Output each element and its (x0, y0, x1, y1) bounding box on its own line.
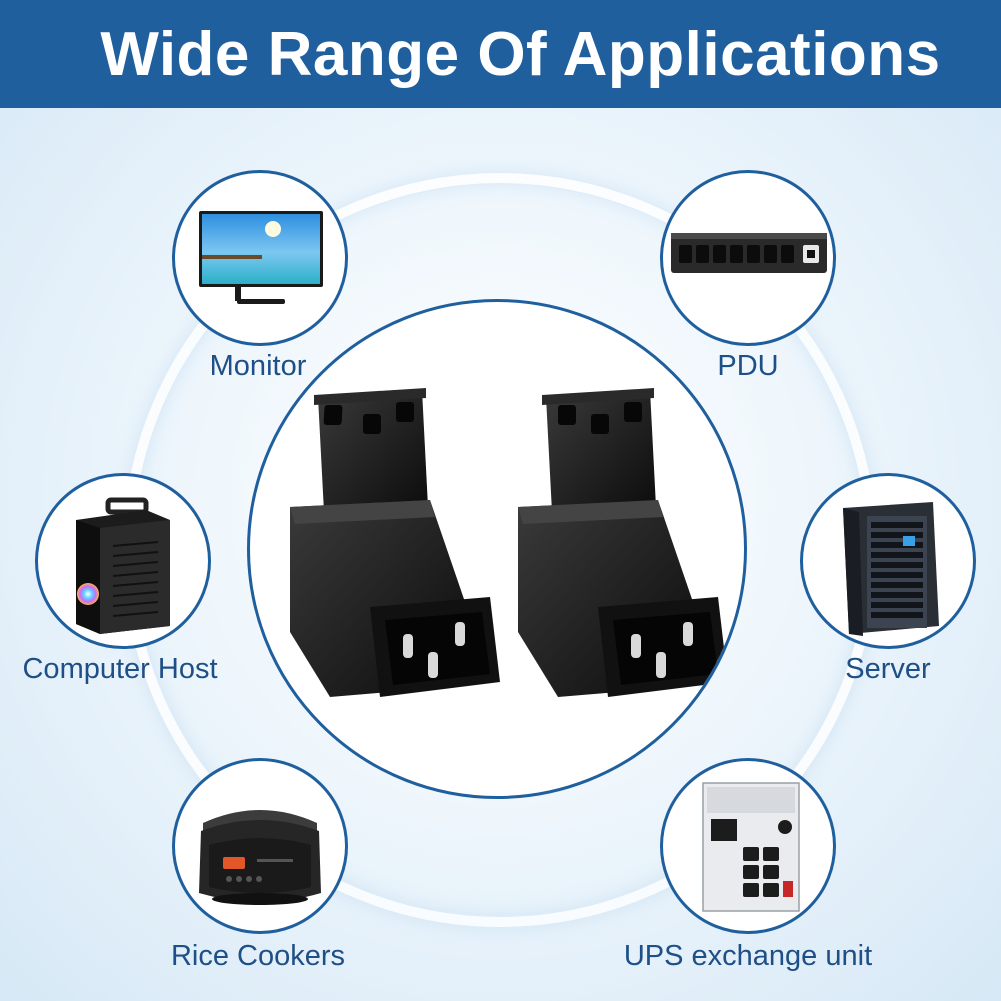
application-ups-exchange-unit (660, 758, 836, 934)
page-title: Wide Range Of Applications (100, 19, 941, 89)
monitor-icon (199, 211, 323, 304)
application-computer-host (35, 473, 211, 649)
application-monitor (172, 170, 348, 346)
label-rice-cookers: Rice Cookers (170, 940, 346, 972)
label-computer-host: Computer Host (22, 653, 218, 685)
label-server: Server (845, 653, 931, 685)
application-pdu (660, 170, 836, 346)
rice-cooker-icon (199, 810, 321, 905)
ups-unit-icon (702, 782, 800, 912)
header-banner: Wide Range Of Applications (0, 0, 1001, 108)
adapter-pair-icon (290, 388, 728, 697)
label-ups-exchange-unit: UPS exchange unit (623, 940, 873, 972)
label-pdu: PDU (717, 350, 779, 382)
application-rice-cookers (172, 758, 348, 934)
product-image (247, 299, 747, 799)
server-rack-icon (843, 502, 939, 636)
application-server (800, 473, 976, 649)
label-monitor: Monitor (209, 350, 307, 382)
computer-tower-icon (76, 497, 170, 634)
pdu-icon (671, 233, 827, 273)
